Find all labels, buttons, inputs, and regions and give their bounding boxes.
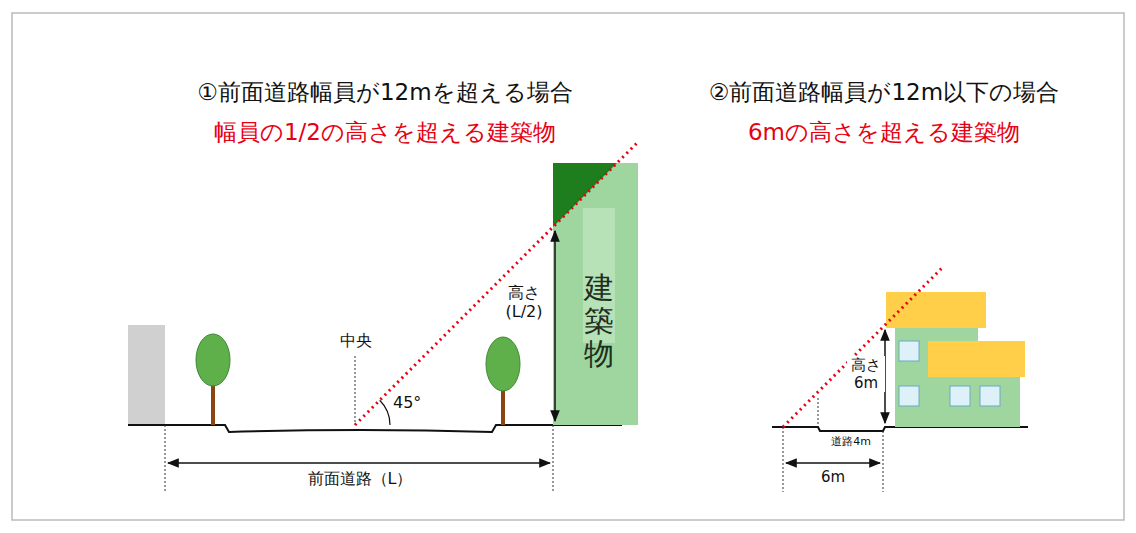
panel-subheading: 6mの高さを超える建築物 bbox=[748, 119, 1020, 147]
window bbox=[980, 386, 1000, 406]
house-roof bbox=[886, 292, 986, 328]
extension-line bbox=[553, 425, 554, 492]
ground-line bbox=[128, 425, 622, 432]
building-box: 建築物 bbox=[553, 163, 638, 425]
center-label: 中央 bbox=[340, 331, 372, 350]
extension-line bbox=[783, 427, 784, 492]
window bbox=[950, 386, 970, 406]
dimension-label: 前面道路（L） bbox=[306, 469, 415, 488]
frame bbox=[12, 13, 1124, 520]
tree-crown bbox=[196, 334, 230, 386]
ground-line bbox=[772, 427, 1028, 431]
dimension-label: 6m bbox=[819, 468, 847, 486]
height-arrow bbox=[554, 231, 556, 421]
window bbox=[899, 386, 919, 406]
panel-heading: ②前面道路幅員が12m以下の場合 bbox=[709, 79, 1059, 107]
slant-line bbox=[355, 143, 637, 425]
road-width-label: 道路4m bbox=[831, 435, 871, 448]
center-line bbox=[355, 356, 356, 425]
height-label: 高さ 6m bbox=[847, 356, 885, 392]
window bbox=[899, 341, 919, 361]
panel-heading: ①前面道路幅員が12mを超える場合 bbox=[197, 79, 572, 107]
building-body bbox=[553, 163, 638, 425]
dimension-line bbox=[168, 462, 550, 464]
angle-arc bbox=[380, 400, 390, 425]
height-label: 高さ (L/2) bbox=[501, 283, 547, 321]
building-label: 建築物 bbox=[584, 271, 614, 370]
extension-line bbox=[883, 431, 884, 492]
slant-line bbox=[783, 268, 942, 427]
tree-crown bbox=[486, 337, 520, 391]
house-roof bbox=[928, 341, 1025, 377]
angle-label: 45° bbox=[393, 393, 421, 412]
tree-trunk bbox=[211, 380, 215, 425]
dimension-line bbox=[786, 462, 880, 464]
far-building bbox=[128, 325, 165, 425]
house-wall bbox=[930, 375, 1020, 427]
panel-subheading: 幅員の1/2の高さを超える建築物 bbox=[214, 119, 556, 147]
extension-line bbox=[165, 425, 166, 492]
road-edge-line bbox=[818, 398, 819, 427]
